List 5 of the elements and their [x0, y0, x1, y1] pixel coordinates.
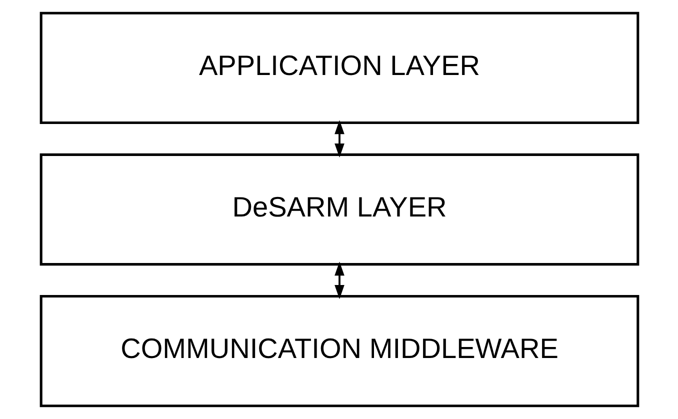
arrow: [334, 120, 344, 158]
node-box: APPLICATION LAYER: [39, 12, 639, 124]
node-box: DeSARM LAYER: [39, 153, 639, 266]
arrow: [334, 262, 344, 300]
node-box: COMMUNICATION MIDDLEWARE: [39, 294, 639, 408]
